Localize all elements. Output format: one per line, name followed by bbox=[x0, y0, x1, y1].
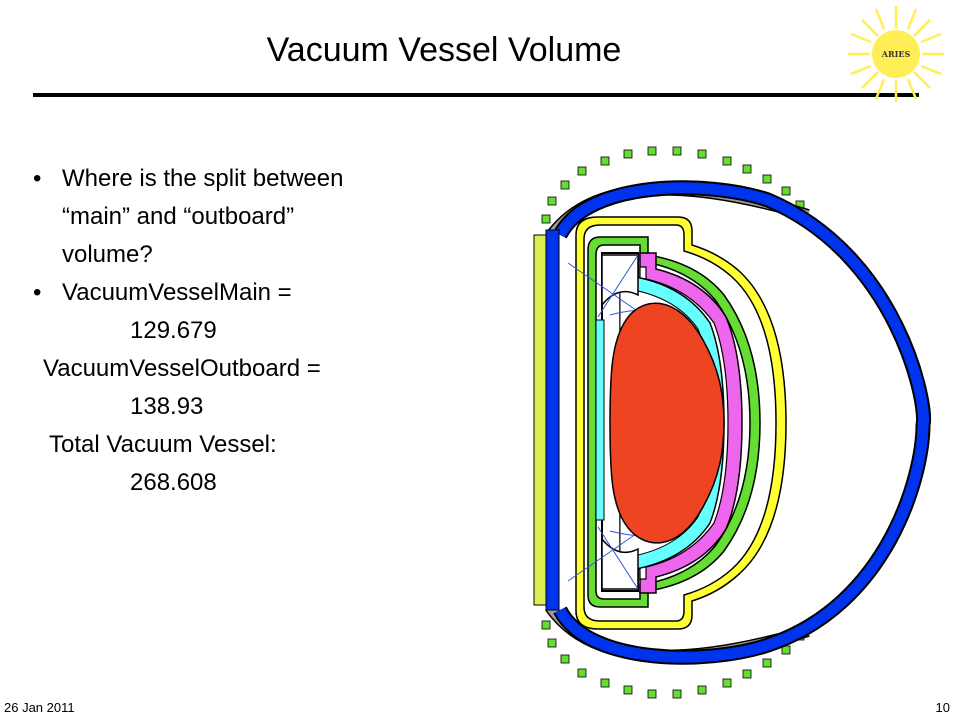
footer-page-number: 10 bbox=[935, 700, 950, 715]
bullet-question: • Where is the split between “main” and … bbox=[33, 160, 463, 274]
slide-body: • Where is the split between “main” and … bbox=[33, 160, 463, 502]
outboard-value: 138.93 bbox=[130, 393, 204, 420]
main-value: 129.679 bbox=[130, 317, 217, 344]
aries-logo-text: ARIES bbox=[881, 49, 911, 59]
bullet-dot: • bbox=[33, 279, 42, 306]
slide-title: Vacuum Vessel Volume bbox=[266, 31, 622, 69]
title-underline bbox=[33, 93, 919, 97]
bullet-dot: • bbox=[33, 165, 42, 192]
bullet-line: volume? bbox=[62, 241, 153, 268]
bullet-volumes: • VacuumVesselMain = bbox=[33, 274, 463, 312]
total-value: 268.608 bbox=[130, 469, 217, 496]
total-label: Total Vacuum Vessel: bbox=[49, 431, 277, 458]
aries-logo: ARIES bbox=[848, 6, 944, 102]
bullet-line: Where is the split between bbox=[62, 165, 344, 192]
outer-coil-squares bbox=[541, 146, 805, 699]
outboard-label: VacuumVesselOutboard = bbox=[43, 355, 321, 382]
bullet-line: “main” and “outboard” bbox=[62, 203, 295, 230]
main-label: VacuumVesselMain = bbox=[62, 279, 292, 306]
footer-date: 26 Jan 2011 bbox=[4, 700, 75, 715]
vessel-cross-section-diagram bbox=[533, 146, 931, 699]
